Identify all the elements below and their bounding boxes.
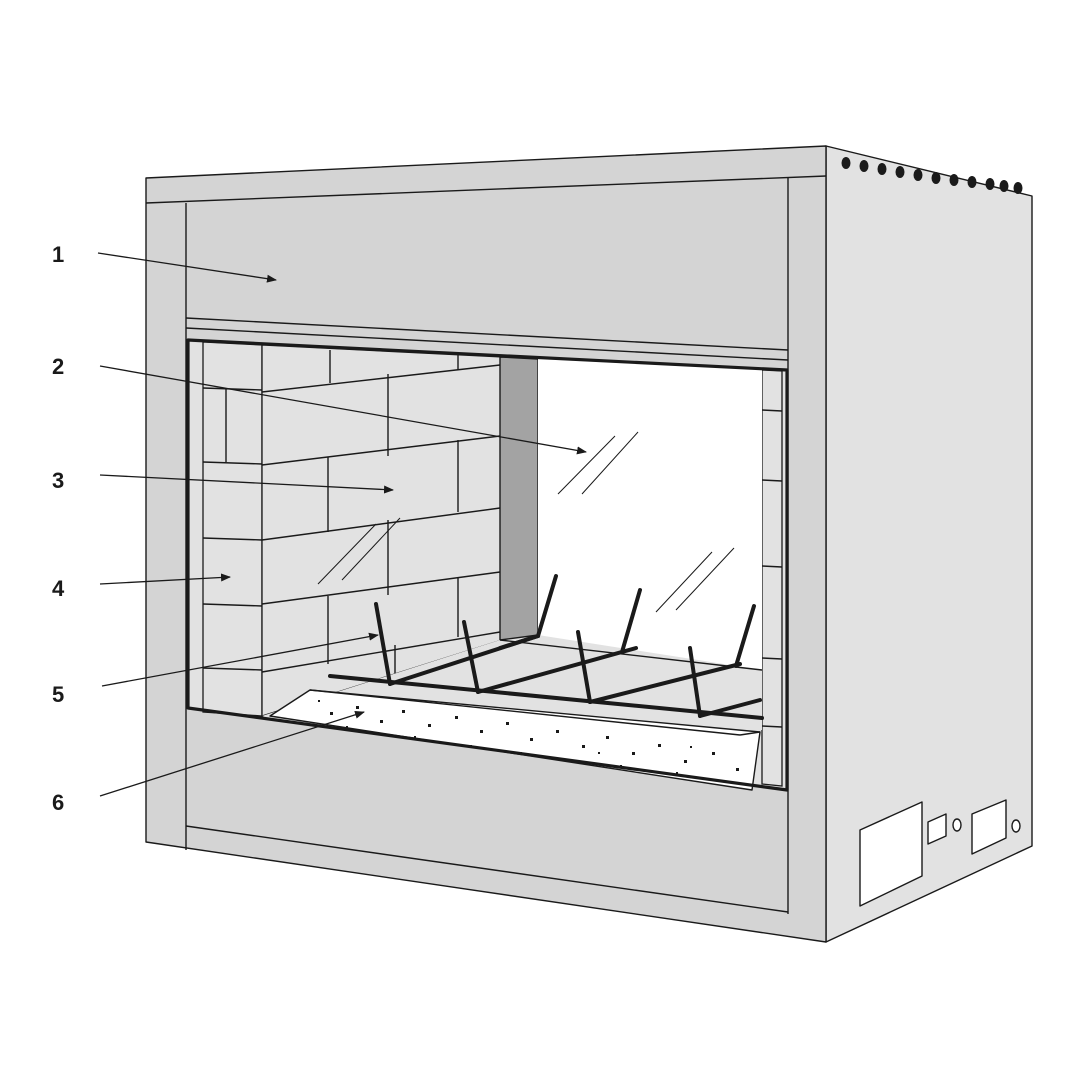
callout-number-3: 3 xyxy=(52,468,64,493)
fire-grate xyxy=(328,574,764,720)
side-knob-1 xyxy=(952,818,962,832)
back-brick-wall xyxy=(261,344,503,717)
glass-reflections xyxy=(317,431,735,613)
callout-number-6: 6 xyxy=(52,790,64,815)
side-connector xyxy=(971,799,1007,855)
leader-lines xyxy=(97,252,587,797)
callout-number-1: 1 xyxy=(52,242,64,267)
callout-number-5: 5 xyxy=(52,682,64,707)
leader-line-3 xyxy=(99,474,394,494)
firebox xyxy=(186,338,789,792)
leader-line-4 xyxy=(99,573,231,585)
callout-number-4: 4 xyxy=(52,576,65,601)
left-brick-wall xyxy=(202,341,263,717)
firebox-pillar xyxy=(499,356,539,641)
leader-line-2 xyxy=(99,365,587,455)
right-brick-strip xyxy=(761,369,783,787)
firebox-opening-border xyxy=(186,338,789,792)
callout-number-2: 2 xyxy=(52,354,64,379)
side-switch xyxy=(927,813,947,845)
cabinet-side-panel xyxy=(825,145,1033,943)
leader-line-5 xyxy=(101,632,379,687)
side-access-panel xyxy=(859,801,923,907)
side-knob-2 xyxy=(1011,819,1021,833)
callout-numbers: 1 2 3 4 5 6 xyxy=(52,242,65,815)
glass-pane xyxy=(538,359,762,670)
leader-line-1 xyxy=(97,252,277,283)
vent-holes xyxy=(841,157,1023,194)
leader-line-6 xyxy=(99,710,365,797)
ember-bed xyxy=(269,689,761,791)
